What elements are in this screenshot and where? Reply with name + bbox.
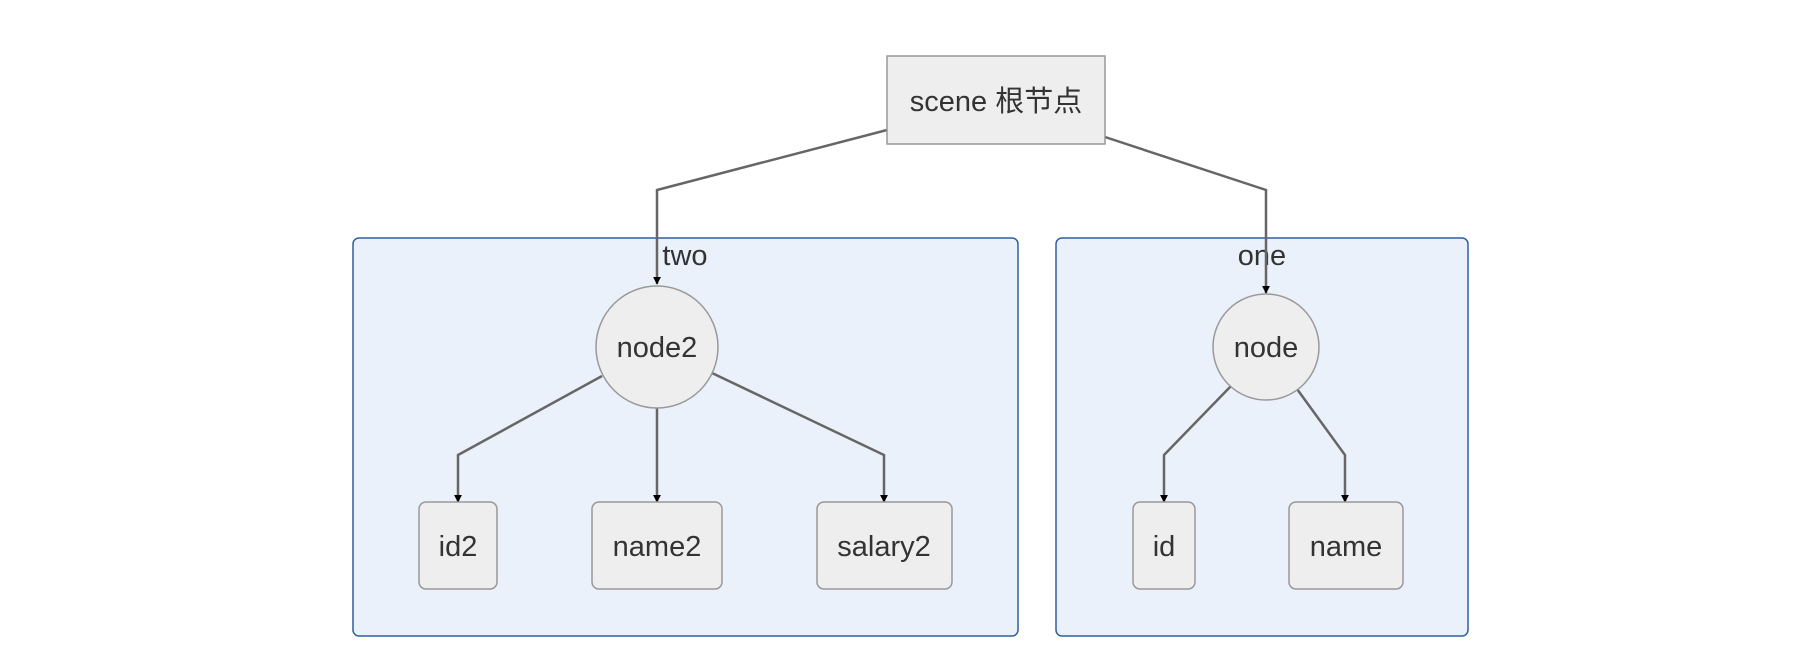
node-name2-label: name2 [613, 531, 702, 563]
cluster-one-label: one [1238, 240, 1286, 272]
node-id-label: id [1153, 531, 1176, 563]
edge-scene-to-node [1104, 135, 1270, 294]
node-salary2-label: salary2 [837, 531, 931, 563]
cluster-two-label: two [662, 240, 707, 272]
node-id2[interactable]: id2 [418, 501, 498, 590]
edge-scene-to-node2 [653, 128, 888, 285]
edges [454, 128, 1349, 503]
edge-node-to-id [1160, 385, 1232, 503]
node-id[interactable]: id [1132, 501, 1196, 590]
root-node-label: scene 根节点 [910, 85, 1082, 118]
node-node-label: node [1234, 332, 1299, 364]
root-node[interactable]: scene 根节点 [886, 55, 1106, 145]
node-node2-label: node2 [617, 332, 698, 364]
node-name-label: name [1310, 531, 1383, 563]
node-salary2[interactable]: salary2 [816, 501, 953, 590]
edge-node2-to-id2 [454, 374, 603, 503]
node-name[interactable]: name [1288, 501, 1404, 590]
node-id2-label: id2 [439, 531, 478, 563]
node-node2[interactable]: node2 [595, 285, 719, 409]
node-name2[interactable]: name2 [591, 501, 723, 590]
edge-node-to-name [1295, 388, 1349, 503]
edge-node2-to-salary2 [711, 371, 888, 503]
node-node[interactable]: node [1212, 293, 1320, 401]
